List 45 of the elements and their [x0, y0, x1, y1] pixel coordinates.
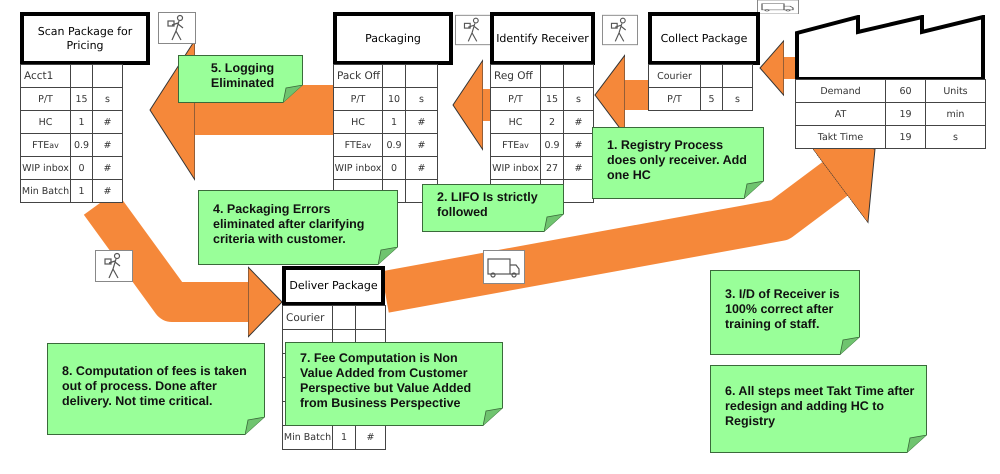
table-cell: #: [355, 425, 386, 450]
table-cell: Min Batch: [282, 425, 333, 450]
sticky-note: [178, 55, 303, 103]
table-cell: Units: [925, 79, 986, 103]
process-step: [648, 12, 760, 111]
process-title: Identify Receiver: [490, 12, 595, 65]
table-cell: WIP inbox: [333, 156, 383, 180]
table-cell: Courier: [282, 305, 333, 330]
note-text: 8. Computation of fees is taken out of process. Done after delivery. Not time critical.: [62, 364, 248, 408]
table-cell: Takt Time: [795, 125, 886, 149]
flow-arrow: [452, 60, 490, 150]
table-cell: WIP inbox: [20, 156, 71, 180]
table-cell: Pack Off: [333, 64, 383, 88]
sticky-note: [47, 343, 265, 435]
sticky-note: [592, 127, 764, 199]
table-cell: Reg Off: [490, 64, 541, 88]
note-text: 7. Fee Computation is Non Value Added from Customer Perspective but Value Added from Business Perspective: [300, 351, 472, 411]
process-title: Scan Package for Pricing: [20, 12, 150, 65]
flow-arrow: [760, 40, 795, 96]
sticky-note: [710, 270, 860, 355]
sticky-note: [198, 190, 398, 265]
factory-drawing: [795, 15, 985, 149]
table-cell: s: [925, 125, 986, 149]
process-title: Deliver Package: [282, 266, 385, 306]
table-cell: Acct1: [20, 64, 71, 88]
note-text: 5. Logging Eliminated: [210, 61, 276, 91]
note-text: 1. Registry Process does only receiver. Add one HC: [607, 138, 748, 182]
sticky-note: [710, 365, 927, 453]
process-title: Collect Package: [648, 12, 760, 65]
note-text: 3. I/D of Receiver is 100% correct after training of staff.: [725, 287, 841, 332]
sticky-note: [285, 342, 503, 426]
process-title: Packaging: [333, 12, 453, 65]
process-step: [333, 12, 453, 203]
table-cell: P/T: [648, 87, 701, 111]
table-cell: Min Batch: [20, 179, 71, 203]
table-cell: WIP inbox: [490, 156, 541, 180]
sticky-note: [422, 184, 564, 232]
table-cell: Demand: [795, 79, 886, 103]
note-text: 6. All steps meet Takt Time after redesign and adding HC to Registry: [725, 384, 916, 428]
table-cell: Courier: [648, 64, 701, 88]
table-cell: #: [92, 179, 123, 203]
process-step: [20, 12, 150, 203]
table-cell: s: [722, 87, 753, 111]
note-text: 4. Packaging Errors eliminated after clarifying criteria with customer.: [213, 202, 366, 247]
note-text: 2. LIFO Is strictly followed: [437, 190, 539, 220]
